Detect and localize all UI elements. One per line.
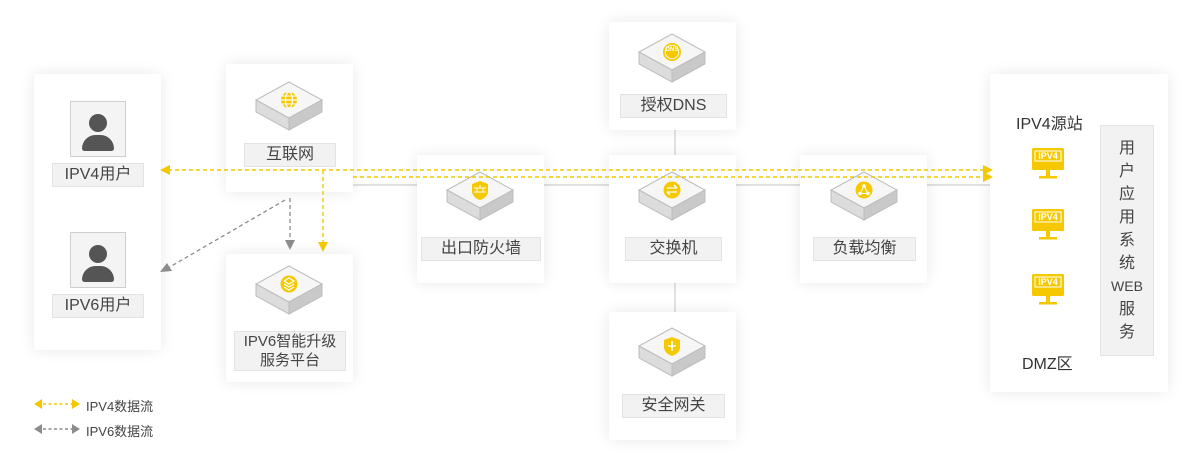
switch-label: 交换机: [625, 237, 722, 261]
switch-icon: [638, 171, 706, 221]
web-service-char: 统: [1118, 255, 1135, 272]
web-service-label: 用 户 应 用 系 统 WEB 服 务: [1100, 125, 1154, 356]
ipv4-user-label: IPV4用户: [52, 163, 144, 187]
monitor-badge-text: IPV4: [1038, 212, 1058, 222]
web-service-char: 户: [1118, 163, 1135, 180]
ipv6-platform-label-line1: IPV6智能升级: [243, 333, 337, 350]
monitor-badge-text: IPV4: [1038, 151, 1058, 161]
ipv4-arrowhead: [160, 165, 170, 175]
monitor-icon: [1032, 274, 1064, 305]
web-service-char: 服: [1118, 301, 1135, 318]
layers-icon: [255, 265, 323, 315]
legend-ipv4-label: IPV4数据流: [86, 399, 154, 414]
ipv6-user-avatar: [70, 232, 126, 288]
web-service-char: 用: [1118, 140, 1135, 157]
dns-badge-text: DNS: [665, 47, 679, 53]
ipv4-user-avatar: [70, 101, 126, 157]
loadbalancer-label: 负载均衡: [813, 237, 916, 261]
web-service-char: 务: [1118, 324, 1135, 341]
firewall-label: 出口防火墙: [421, 237, 541, 261]
ipv4-arrowhead: [983, 165, 993, 175]
internet-device-icon: [255, 81, 323, 131]
ipv4-arrowhead: [983, 172, 993, 182]
firewall-icon: [446, 171, 514, 221]
ipv6-user-label: IPV6用户: [52, 294, 144, 318]
load-balancer-icon: [830, 171, 898, 221]
ipv6-platform-label: IPV6智能升级 服务平台: [234, 331, 346, 371]
legend-ipv6-label: IPV6数据流: [86, 424, 154, 439]
dmz-label: DMZ区: [1022, 356, 1073, 373]
gateway-label: 安全网关: [622, 394, 725, 418]
monitor-icon: [1032, 148, 1064, 179]
legend-ipv6-arrow-icon: [34, 424, 80, 434]
web-service-char: 用: [1118, 209, 1135, 226]
dns-label: 授权DNS: [620, 94, 727, 118]
web-service-char: 系: [1118, 232, 1135, 249]
web-service-char: WEB: [1111, 278, 1143, 294]
ipv6-arrowhead: [285, 240, 295, 250]
legend-ipv4-arrow-icon: [34, 399, 80, 409]
ipv4-origin-label: IPV4源站: [1016, 116, 1083, 133]
monitor-icon: [1032, 209, 1064, 240]
dns-icon: [638, 33, 706, 83]
ipv6-flow-line: [167, 199, 286, 269]
ipv6-arrowhead: [160, 263, 172, 272]
internet-label: 互联网: [244, 143, 336, 167]
monitor-badge-text: IPV4: [1038, 277, 1058, 287]
ipv6-platform-label-line2: 服务平台: [259, 352, 320, 369]
web-service-char: 应: [1118, 186, 1135, 203]
ipv4-arrowhead: [318, 242, 328, 252]
shield-icon: [638, 327, 706, 377]
